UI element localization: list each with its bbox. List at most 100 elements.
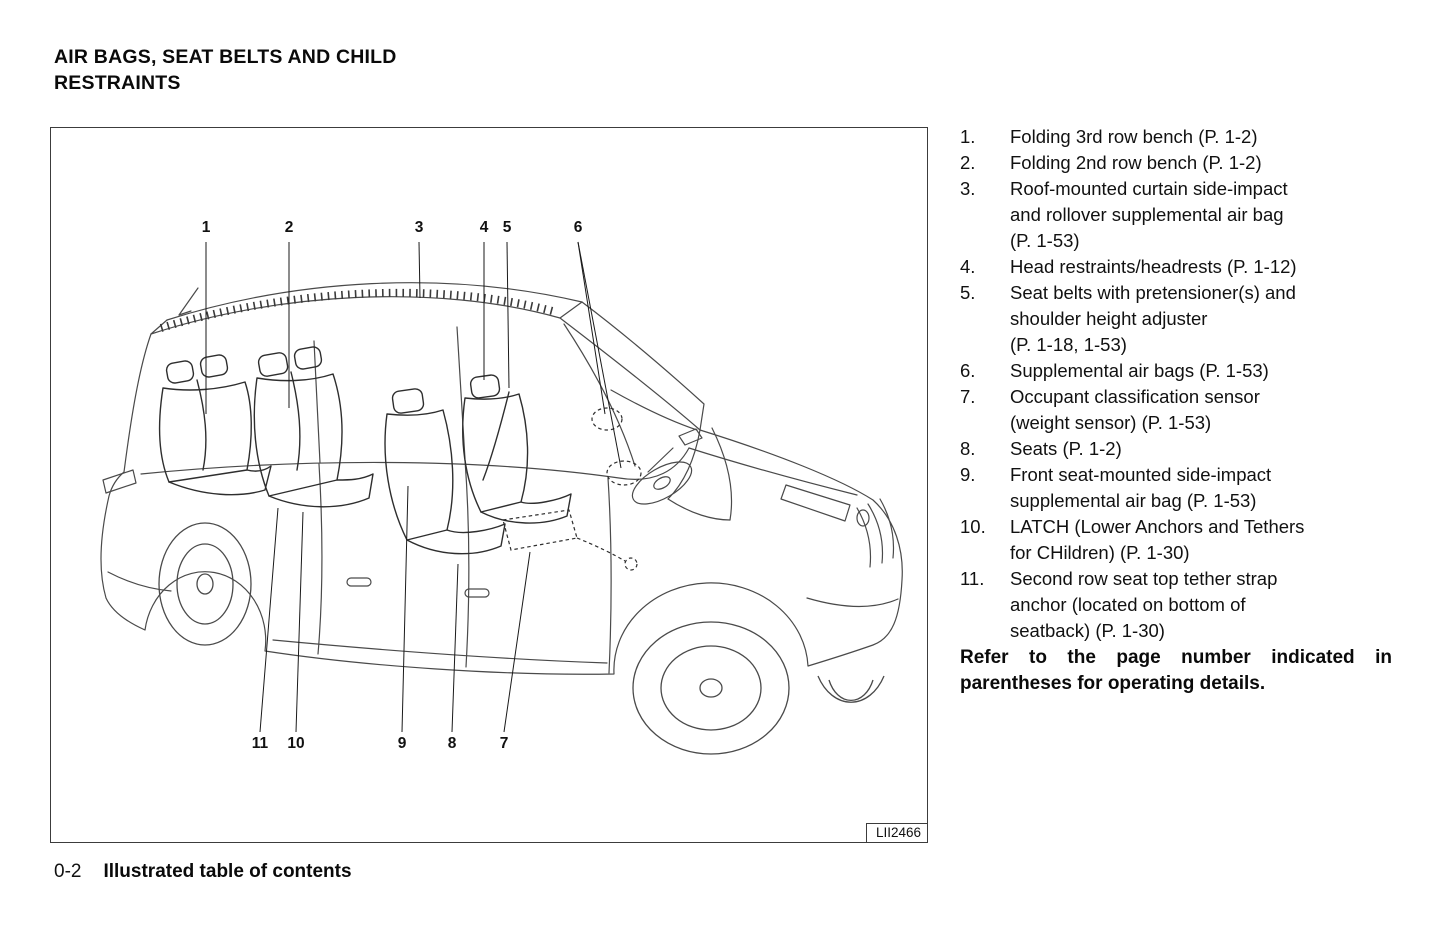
third-row-seatback [158, 381, 252, 483]
legend-item-text: Folding 2nd row bench (P. 1-2) [1010, 152, 1262, 173]
leader-line-7 [503, 551, 531, 733]
beltline [140, 447, 690, 480]
dashboard-lower-edge [667, 498, 731, 521]
front-wheel-hub [699, 678, 723, 698]
figure-code: LII2466 [865, 823, 927, 842]
legend-item-number: 3. [960, 178, 976, 199]
legend-item-text: LATCH (Lower Anchors and Tethers for CHi… [1010, 516, 1305, 563]
callout-leader-lines [205, 241, 622, 733]
legend-item-text: Folding 3rd row bench (P. 1-2) [1010, 126, 1258, 147]
airbag-module-lower [606, 460, 642, 486]
rear-wheel-hub [196, 573, 214, 595]
grille-line-1 [856, 507, 872, 568]
legend-item-number: 7. [960, 386, 976, 407]
second-row-seatbelt [290, 371, 301, 471]
legend-item-text: Front seat-mounted side-impact supplemen… [1010, 464, 1272, 511]
legend-item: 4. Head restraints/headrests (P. 1-12) [960, 254, 1392, 280]
roof-rear-edge [150, 319, 168, 335]
hidden-components [502, 407, 642, 571]
callout-8: 8 [448, 735, 457, 752]
legend-item-number: 6. [960, 360, 976, 381]
c-pillar [313, 340, 321, 464]
front-seats [384, 374, 572, 555]
door-handle-rear [346, 577, 372, 587]
legend-item-text: Supplemental air bags (P. 1-53) [1010, 360, 1269, 381]
legend-item-number: 1. [960, 126, 976, 147]
steering-column [647, 447, 674, 473]
third-row-cushion [168, 465, 272, 496]
steering-wheel [631, 461, 693, 505]
far-front-wheel-rim [828, 679, 874, 701]
front-cushion-far [480, 493, 572, 524]
side-mirror [678, 428, 703, 446]
door-seam-front [607, 477, 612, 674]
front-headrest-far [469, 374, 501, 399]
second-row-seatback [253, 373, 343, 497]
callout-4: 4 [480, 219, 489, 236]
leader-line-8 [451, 563, 459, 733]
taillight [102, 469, 137, 494]
door-seam-rear [317, 463, 323, 655]
legend-item-text: Occupant classification sensor (weight s… [1010, 386, 1260, 433]
callout-1: 1 [202, 219, 211, 236]
footer-section-title: Illustrated table of contents [103, 861, 352, 882]
legend-item-number: 8. [960, 438, 976, 459]
legend-item: 5. Seat belts with pretensioner(s) and s… [960, 280, 1392, 358]
sensor-unit [624, 557, 638, 571]
b-pillar [456, 326, 466, 460]
callout-9: 9 [398, 735, 407, 752]
callout-2: 2 [285, 219, 294, 236]
headlight [780, 484, 851, 522]
seats [158, 346, 572, 555]
legend-item-text: Head restraints/headrests (P. 1-12) [1010, 256, 1297, 277]
legend-item: 2. Folding 2nd row bench (P. 1-2) [960, 150, 1392, 176]
leader-line-5 [506, 241, 510, 389]
legend-column: 1. Folding 3rd row bench (P. 1-2) 2. Fol… [960, 124, 1392, 697]
door-seam-mid [464, 459, 470, 668]
callout-5: 5 [503, 219, 512, 236]
footer-page-number: 0-2 [54, 861, 82, 882]
callout-10: 10 [287, 735, 304, 752]
second-row-seat [253, 346, 374, 508]
grille-line-2 [867, 503, 884, 564]
callout-3: 3 [415, 219, 424, 236]
legend-item: 7. Occupant classification sensor (weigh… [960, 384, 1392, 436]
front-window-edge [563, 323, 636, 467]
callout-11: 11 [252, 735, 269, 752]
sensor-link-line [576, 537, 626, 562]
second-row-cushion [268, 473, 374, 508]
legend-item-number: 9. [960, 464, 976, 485]
wheels [158, 522, 885, 755]
second-row-headrest-2 [293, 346, 323, 370]
front-seatback-near [384, 409, 454, 541]
legend-item-text: Seats (P. 1-2) [1010, 438, 1122, 459]
leader-line-9 [401, 485, 409, 733]
legend-item-number: 4. [960, 256, 976, 277]
legend-item: 9. Front seat-mounted side-impact supple… [960, 462, 1392, 514]
curtain-airbag-band [159, 288, 558, 332]
callout-numbers: 1 2 3 4 5 6 11 10 9 8 7 [202, 219, 583, 752]
brand-badge [856, 509, 870, 527]
page-footer: 0-2 Illustrated table of contents [54, 861, 352, 883]
third-row-seatbelt [196, 379, 207, 471]
legend-item-text: Roof-mounted curtain side-impact and rol… [1010, 178, 1288, 251]
grille-line-3 [879, 498, 895, 559]
rocker-line [272, 639, 608, 664]
door-handle-front [464, 588, 490, 598]
callout-6: 6 [574, 219, 583, 236]
front-seatback-far [462, 393, 529, 513]
leader-line-6a [577, 241, 606, 415]
rear-bumper-crease [107, 571, 172, 592]
legend-item-text: Seat belts with pretensioner(s) and shou… [1010, 282, 1296, 355]
front-wheel-tire [632, 621, 790, 755]
front-cushion-near [406, 523, 506, 555]
legend-item: 11. Second row seat top tether strap anc… [960, 566, 1392, 644]
legend-item-text: Second row seat top tether strap anchor … [1010, 568, 1278, 641]
front-seatbelt [482, 391, 510, 481]
legend-item: 6. Supplemental air bags (P. 1-53) [960, 358, 1392, 384]
third-row-headrest-2 [199, 354, 229, 378]
page-title: AIR BAGS, SEAT BELTS AND CHILD RESTRAINT… [54, 46, 397, 94]
leader-line-6b [577, 241, 622, 469]
cowl-line [610, 389, 698, 431]
